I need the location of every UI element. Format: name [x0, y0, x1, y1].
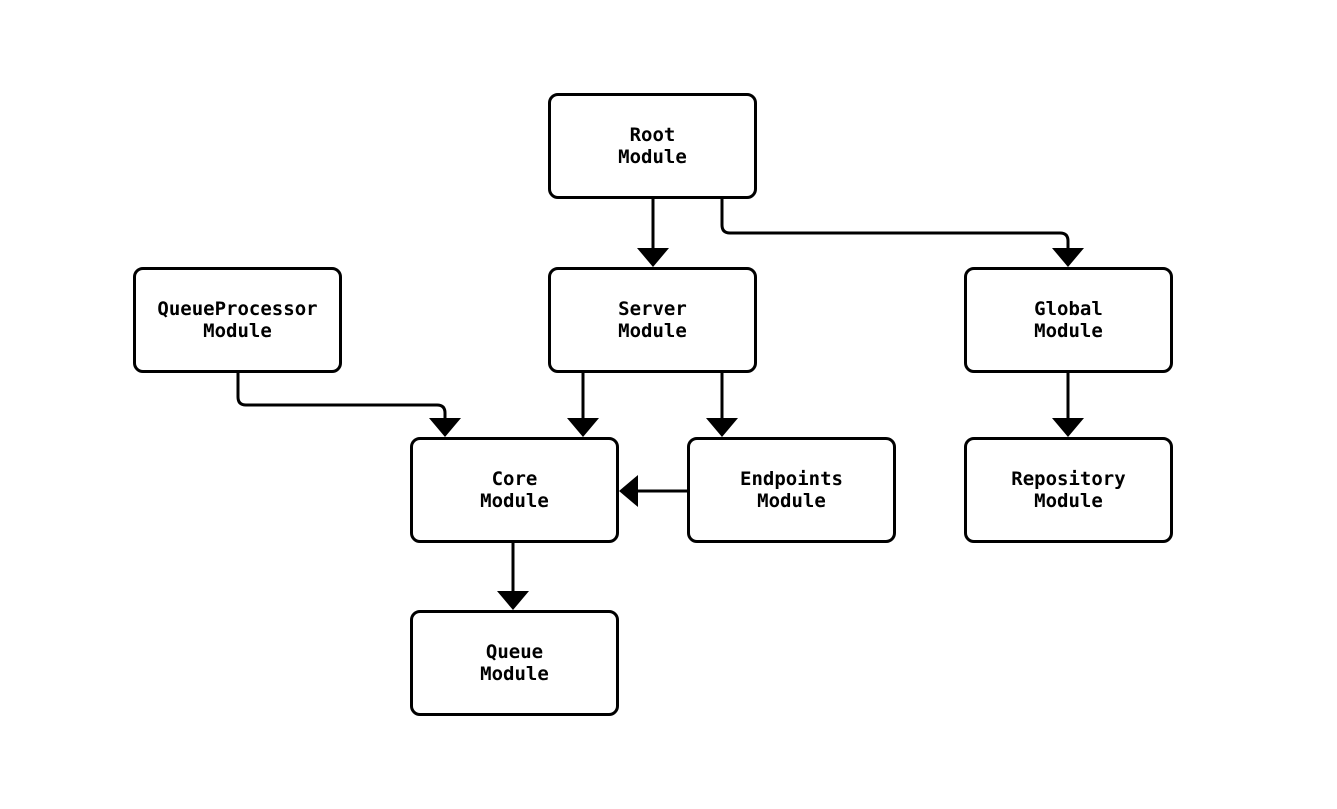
- node-repository-module: Repository Module: [964, 437, 1173, 543]
- arrowhead-root-server: [637, 248, 669, 267]
- arrowhead-queueprocessor-core: [429, 418, 461, 437]
- arrowhead-endpoints-core: [619, 475, 638, 507]
- edge-root-global: [720, 199, 1070, 248]
- node-label: Root Module: [618, 124, 687, 168]
- node-label: Server Module: [618, 298, 687, 342]
- edge-queueprocessor-core: [236, 373, 447, 418]
- node-label: Queue Module: [480, 641, 549, 685]
- node-label: Endpoints Module: [740, 468, 843, 512]
- node-label: Global Module: [1034, 298, 1103, 342]
- arrowhead-root-global: [1052, 248, 1084, 267]
- node-queue-module: Queue Module: [410, 610, 619, 716]
- node-root-module: Root Module: [548, 93, 757, 199]
- arrowhead-global-repository: [1052, 418, 1084, 437]
- node-endpoints-module: Endpoints Module: [687, 437, 896, 543]
- node-label: Core Module: [480, 468, 549, 512]
- arrowhead-core-queue: [497, 591, 529, 610]
- node-label: Repository Module: [1011, 468, 1126, 512]
- node-label: QueueProcessor Module: [157, 298, 318, 342]
- arrowhead-server-endpoints: [706, 418, 738, 437]
- node-global-module: Global Module: [964, 267, 1173, 373]
- node-core-module: Core Module: [410, 437, 619, 543]
- arrowhead-server-core: [567, 418, 599, 437]
- node-queueprocessor-module: QueueProcessor Module: [133, 267, 342, 373]
- node-server-module: Server Module: [548, 267, 757, 373]
